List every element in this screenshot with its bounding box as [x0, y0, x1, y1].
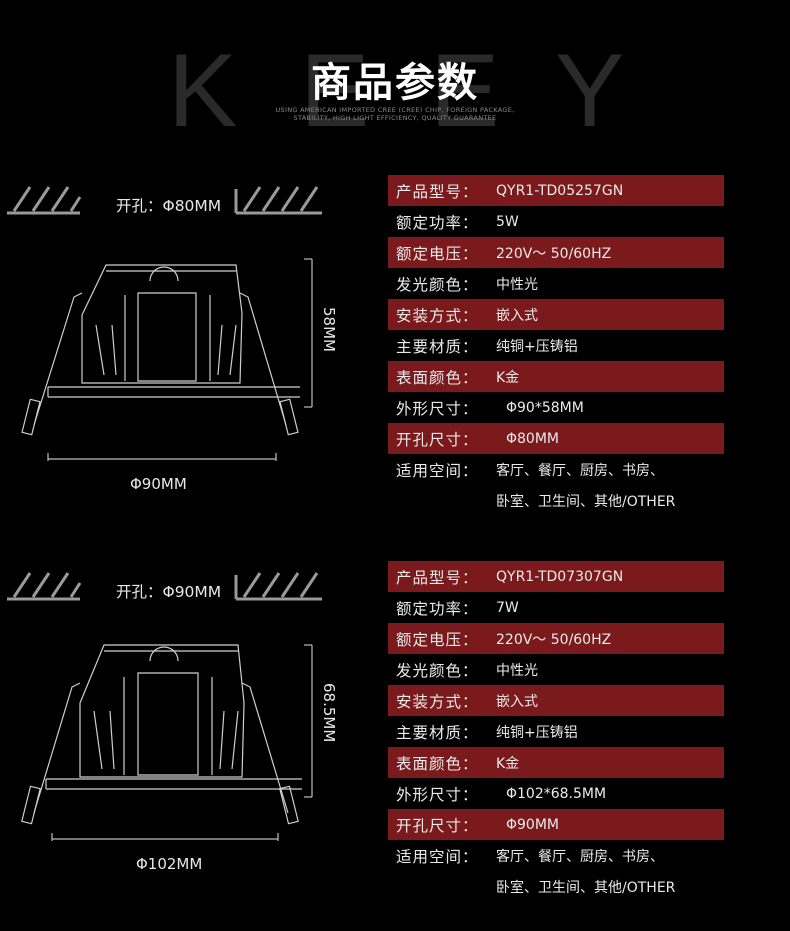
product-section-1: 开孔：Φ80MM 58MM Φ90MM 产品型号： QYR1-TD05257GN … — [0, 175, 790, 545]
hole-size-label: 开孔：Φ80MM — [116, 197, 222, 215]
spec-row: 外形尺寸： Φ90*58MM — [388, 392, 724, 423]
brand-watermark: K E E Y — [0, 32, 790, 149]
spec-label: 开孔尺寸： — [396, 816, 479, 835]
spec-row: 适用空间： 客厅、餐厅、厨房、书房、 — [388, 454, 724, 485]
spec-label: 主要材质： — [396, 723, 479, 742]
spec-row: 额定电压： 220V～ 50/60HZ — [388, 623, 724, 654]
watermark-letter: E — [430, 33, 500, 149]
ceiling-diagram — [7, 186, 322, 215]
page-subtitle: USING AMERICAN IMPORTED CREE (CREE) CHIP… — [0, 106, 790, 122]
spec-table: 产品型号： QYR1-TD07307GN 额定功率： 7W 额定电压： 220V～ 5… — [388, 561, 724, 902]
spec-label: 额定功率： — [396, 213, 479, 232]
spec-label: 外形尺寸： — [396, 785, 479, 804]
spec-value: 客厅、餐厅、厨房、书房、 — [496, 848, 664, 865]
spec-value: Φ80MM — [506, 430, 559, 447]
ceiling-right-hatch — [234, 186, 322, 215]
spec-label: 安装方式： — [396, 692, 479, 711]
spec-value: 7W — [496, 599, 519, 616]
spec-value: 中性光 — [496, 662, 538, 679]
spec-label: 发光颜色： — [396, 661, 479, 680]
spec-value: 嵌入式 — [496, 693, 538, 710]
spec-label: 额定电压： — [396, 630, 479, 649]
ceiling-diagram — [7, 572, 322, 601]
watermark-letter: E — [300, 33, 370, 149]
spec-row: 产品型号： QYR1-TD07307GN — [388, 561, 724, 592]
spec-label: 适用空间： — [396, 847, 479, 866]
spec-value: 卧室、卫生间、其他/OTHER — [496, 493, 676, 510]
spec-value: Φ90MM — [506, 816, 559, 833]
spec-value: QYR1-TD07307GN — [496, 568, 624, 585]
spec-row: 发光颜色： 中性光 — [388, 654, 724, 685]
spec-row: 适用空间： 客厅、餐厅、厨房、书房、 — [388, 840, 724, 871]
page-title: 商品参数 — [311, 60, 479, 106]
spec-row: 主要材质： 纯铜+压铸铝 — [388, 716, 724, 747]
spec-row: 开孔尺寸： Φ80MM — [388, 423, 724, 454]
ceiling-left-hatch — [7, 186, 82, 215]
subtitle-line: USING AMERICAN IMPORTED CREE (CREE) CHIP… — [275, 106, 515, 114]
spec-row: 额定功率： 7W — [388, 592, 724, 623]
height-dimension-label: 68.5MM — [320, 683, 338, 743]
subtitle-line: STABILITY, HIGH LIGHT EFFICIENCY, QUALIT… — [293, 114, 497, 122]
spec-label: 产品型号： — [396, 568, 479, 587]
spec-table: 产品型号： QYR1-TD05257GN 额定功率： 5W 额定电压： 220V～ 5… — [388, 175, 724, 516]
spec-value: 嵌入式 — [496, 307, 538, 324]
spec-label: 外形尺寸： — [396, 399, 479, 418]
spec-row: 表面颜色： K金 — [388, 747, 724, 778]
spec-row: 安装方式： 嵌入式 — [388, 299, 724, 330]
spec-value: 5W — [496, 213, 519, 230]
spec-row: 卧室、卫生间、其他/OTHER — [388, 871, 724, 902]
downlight-drawing — [21, 258, 313, 461]
width-dimension-label: Φ90MM — [130, 475, 187, 493]
spec-label: 适用空间： — [396, 461, 479, 480]
spec-row: 外形尺寸： Φ102*68.5MM — [388, 778, 724, 809]
watermark-letter: K — [168, 33, 238, 149]
dimension-lines — [47, 258, 313, 461]
spec-row: 额定功率： 5W — [388, 206, 724, 237]
spec-row: 安装方式： 嵌入式 — [388, 685, 724, 716]
spec-label: 表面颜色： — [396, 368, 479, 387]
height-dimension-label: 58MM — [320, 307, 338, 352]
spec-value: K金 — [496, 755, 520, 772]
spec-row: 表面颜色： K金 — [388, 361, 724, 392]
spec-label: 主要材质： — [396, 337, 479, 356]
spec-label: 安装方式： — [396, 306, 479, 325]
watermark-letter: Y — [555, 33, 625, 149]
spec-value: 中性光 — [496, 276, 538, 293]
product-section-2: 开孔：Φ90MM 68.5MM Φ102MM 产品型号： QYR1-TD07307… — [0, 561, 790, 931]
spec-row: 主要材质： 纯铜+压铸铝 — [388, 330, 724, 361]
ceiling-right-hatch — [234, 572, 322, 601]
spec-value: 220V～ 50/60HZ — [496, 631, 612, 648]
spec-value: 220V～ 50/60HZ — [496, 245, 612, 262]
dimension-lines — [51, 644, 313, 841]
ceiling-left-hatch — [7, 572, 82, 601]
spec-value: K金 — [496, 369, 520, 386]
spec-label: 额定功率： — [396, 599, 479, 618]
spec-label: 开孔尺寸： — [396, 430, 479, 449]
spec-value: 卧室、卫生间、其他/OTHER — [496, 879, 676, 896]
spec-label: 发光颜色： — [396, 275, 479, 294]
spec-value: 客厅、餐厅、厨房、书房、 — [496, 462, 664, 479]
spec-row: 产品型号： QYR1-TD05257GN — [388, 175, 724, 206]
width-dimension-label: Φ102MM — [136, 855, 203, 873]
spec-row: 发光颜色： 中性光 — [388, 268, 724, 299]
spec-row: 开孔尺寸： Φ90MM — [388, 809, 724, 840]
spec-value: 纯铜+压铸铝 — [496, 338, 578, 355]
spec-label: 额定电压： — [396, 244, 479, 263]
spec-value: Φ102*68.5MM — [506, 785, 607, 802]
spec-label: 表面颜色： — [396, 754, 479, 773]
hole-size-label: 开孔：Φ90MM — [116, 583, 222, 601]
spec-value: Φ90*58MM — [506, 399, 584, 416]
spec-row: 卧室、卫生间、其他/OTHER — [388, 485, 724, 516]
spec-value: QYR1-TD05257GN — [496, 182, 624, 199]
spec-row: 额定电压： 220V～ 50/60HZ — [388, 237, 724, 268]
spec-value: 纯铜+压铸铝 — [496, 724, 578, 741]
downlight-drawing — [21, 644, 313, 841]
spec-label: 产品型号： — [396, 182, 479, 201]
